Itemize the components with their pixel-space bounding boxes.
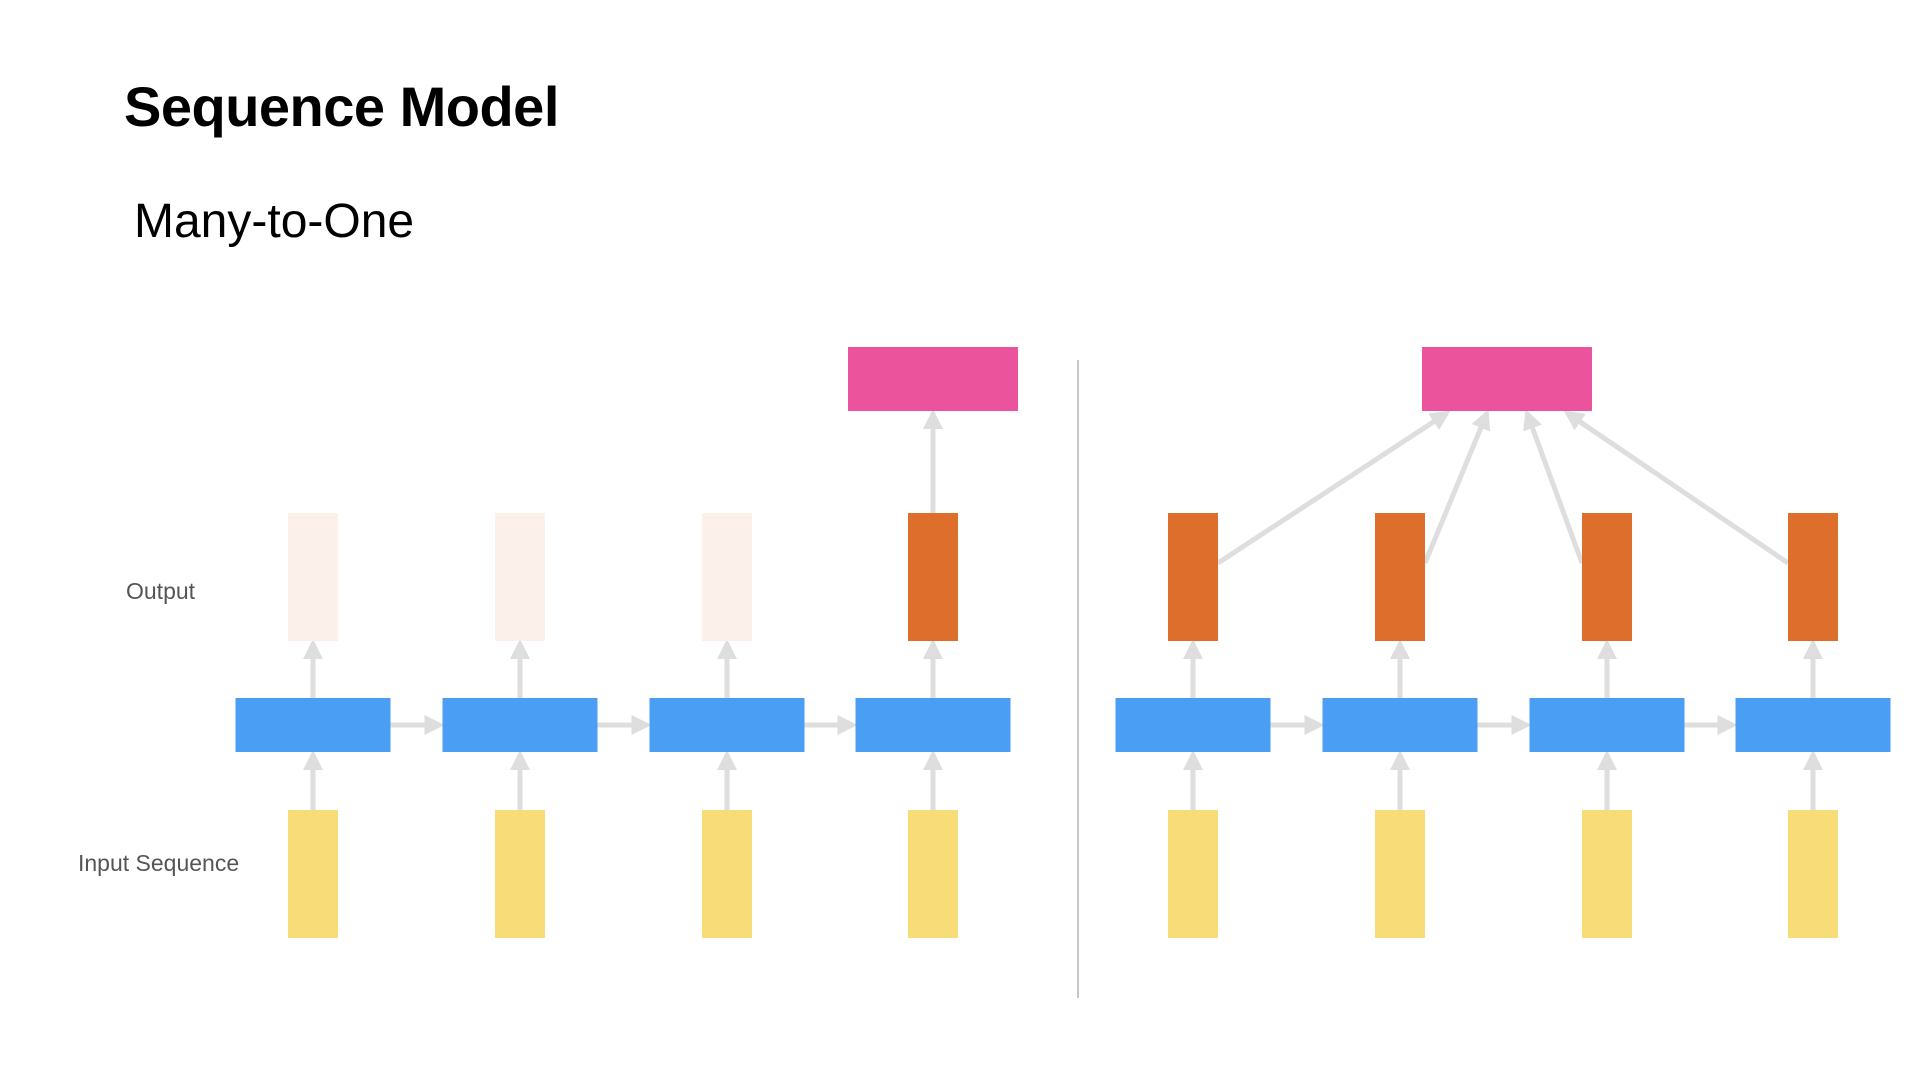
input-row-label: Input Sequence xyxy=(78,850,240,876)
hidden-state-box xyxy=(1322,698,1478,752)
input-token-box xyxy=(908,810,958,938)
output-to-final-arrow xyxy=(1422,409,1491,564)
hidden-state-box xyxy=(235,698,391,752)
hidden-state-box xyxy=(442,698,598,752)
final-output-box xyxy=(848,347,1018,411)
output-to-final-arrow xyxy=(1523,409,1585,564)
input-token-box xyxy=(1375,810,1425,938)
input-token-box xyxy=(1168,810,1218,938)
hidden-state-box xyxy=(855,698,1011,752)
output-box-faded xyxy=(702,513,752,641)
input-token-box xyxy=(1788,810,1838,938)
input-token-box xyxy=(288,810,338,938)
slide-subtitle: Many-to-One xyxy=(134,195,415,248)
output-box-active xyxy=(1582,513,1632,641)
output-to-final-arrow xyxy=(1563,410,1790,566)
output-row-label: Output xyxy=(126,578,196,604)
final-output-box xyxy=(1422,347,1592,411)
input-token-box xyxy=(702,810,752,938)
output-box-active xyxy=(1168,513,1218,641)
output-to-final-arrow xyxy=(1216,410,1451,566)
hidden-state-box xyxy=(1529,698,1685,752)
hidden-state-box xyxy=(1115,698,1271,752)
output-box-active xyxy=(1375,513,1425,641)
hidden-state-box xyxy=(1735,698,1891,752)
slide-title: Sequence Model xyxy=(124,75,559,138)
input-token-box xyxy=(495,810,545,938)
output-box-faded xyxy=(495,513,545,641)
output-box-active xyxy=(908,513,958,641)
output-box-faded xyxy=(288,513,338,641)
hidden-state-box xyxy=(649,698,805,752)
input-token-box xyxy=(1582,810,1632,938)
output-box-active xyxy=(1788,513,1838,641)
